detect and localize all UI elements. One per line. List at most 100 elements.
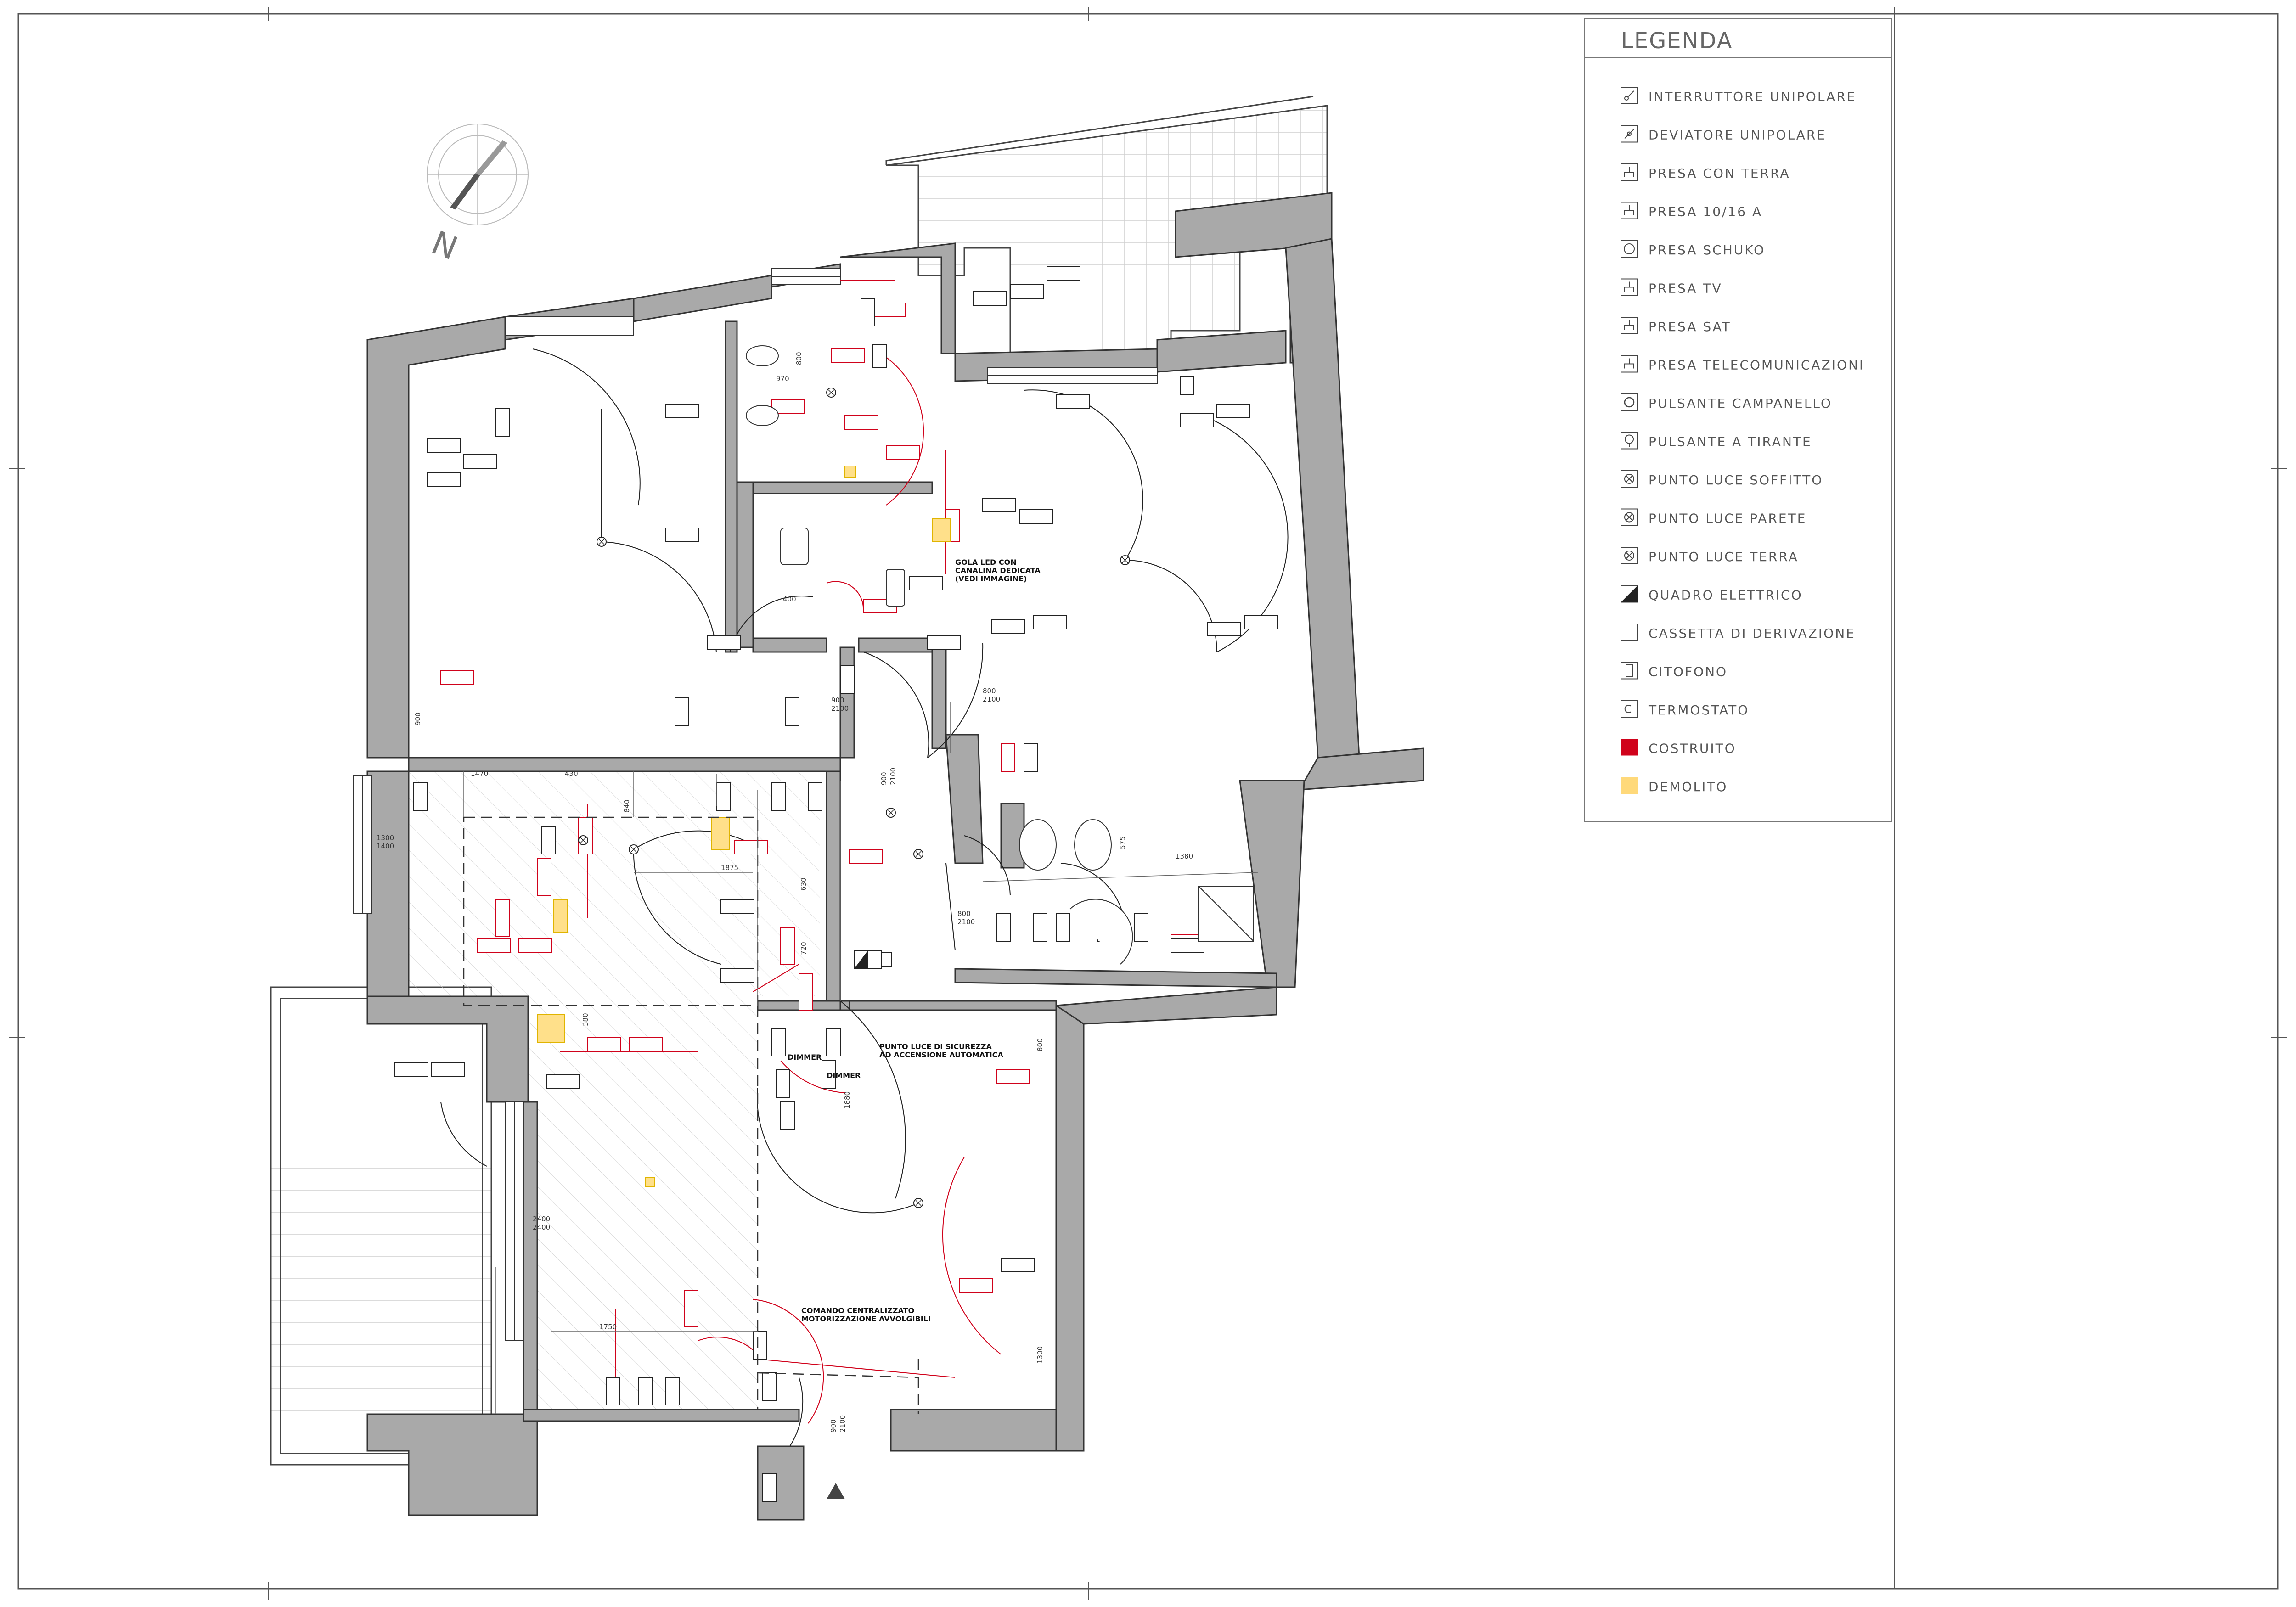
terrace-west <box>270 986 492 1466</box>
dimension: 1470 <box>471 770 488 778</box>
legend-item: PRESA CON TERRA <box>1621 163 1790 181</box>
legend-item-label: CITOFONO <box>1649 664 1728 680</box>
legend-item-label: PRESA CON TERRA <box>1649 166 1790 181</box>
schuko-socket-icon <box>1621 240 1638 258</box>
demolition-hatch <box>406 758 820 1419</box>
bell-button-icon <box>1621 393 1638 411</box>
legend-item: PRESA SCHUKO <box>1621 240 1765 258</box>
dimension: 800 <box>1036 1038 1044 1051</box>
compass-rose <box>427 124 529 225</box>
sat-socket-icon <box>1621 317 1638 334</box>
sheet-frame <box>9 7 2287 1600</box>
dimension: 840 <box>623 799 631 813</box>
intercom-icon <box>1621 662 1638 680</box>
legend-item: PRESA SAT <box>1621 317 1730 334</box>
legend-item-label: DEMOLITO <box>1649 779 1728 794</box>
telecom-socket-icon <box>1621 355 1638 373</box>
legend-item-label: CASSETTA DI DERIVAZIONE <box>1649 626 1856 641</box>
legend-item: DEVIATORE UNIPOLARE <box>1621 125 1826 143</box>
annotations: GOLA LED CON CANALINA DEDICATA (VEDI IMM… <box>788 558 1041 1323</box>
legend-item: QUADRO ELETTRICO <box>1621 585 1803 603</box>
dimension: 1400 <box>377 842 394 850</box>
dimension: 2100 <box>957 918 975 926</box>
legend-item-label: PULSANTE CAMPANELLO <box>1649 396 1832 411</box>
dimension: 900 <box>880 772 888 785</box>
demolished-swatch <box>1621 777 1638 794</box>
dimension: 800 <box>957 910 971 918</box>
dimension: 1300 <box>1036 1346 1044 1364</box>
dimension: 2100 <box>838 1415 847 1433</box>
wall-light-icon <box>1621 508 1638 526</box>
dimension: 800 <box>983 687 996 695</box>
thermostat-icon <box>1621 700 1638 718</box>
legend-item: DEMOLITO <box>1621 777 1728 794</box>
note-led-2: CANALINA DEDICATA <box>955 566 1041 575</box>
legend-item-label: TERMOSTATO <box>1648 702 1749 718</box>
dimension: 2100 <box>831 704 849 713</box>
dimension: 1880 <box>843 1091 851 1109</box>
electric-panel-icon <box>1621 585 1638 603</box>
legend-item-label: COSTRUITO <box>1649 741 1736 756</box>
legend-item: PRESA TELECOMUNICAZIONI <box>1621 355 1864 373</box>
dimension: 970 <box>776 375 789 383</box>
thin-lines <box>463 702 1259 1414</box>
legend-item: PRESA TV <box>1621 278 1722 296</box>
pull-button-icon <box>1621 432 1638 450</box>
note-command-1: COMANDO CENTRALIZZATO <box>801 1306 914 1315</box>
legend: LEGENDA INTERRUTTORE UNIPOLARE DEVIATORE … <box>1584 18 1892 822</box>
dimension: 1875 <box>721 864 738 872</box>
note-led-3: (VEDI IMMAGINE) <box>955 574 1027 583</box>
dimension: 630 <box>799 877 808 891</box>
dimension: 575 <box>1119 836 1127 849</box>
built-swatch <box>1621 739 1638 756</box>
legend-title: LEGENDA <box>1621 28 1733 54</box>
dimension: 2400 <box>533 1223 550 1231</box>
dimension: 400 <box>783 595 796 603</box>
dimension: 900 <box>414 712 422 725</box>
note-dimmer-2: DIMMER <box>827 1071 861 1080</box>
compass-label: N <box>426 224 462 268</box>
legend-item-label: PUNTO LUCE SOFFITTO <box>1649 472 1823 488</box>
built-symbols <box>440 303 1204 1327</box>
legend-item: PUNTO LUCE TERRA <box>1621 547 1799 564</box>
legend-item-label: DEVIATORE UNIPOLARE <box>1649 128 1826 143</box>
legend-item-label: PUNTO LUCE TERRA <box>1649 549 1799 564</box>
floor-light-icon <box>1621 547 1638 564</box>
legend-item: INTERRUTTORE UNIPOLARE <box>1621 87 1856 104</box>
dimension: 1750 <box>599 1323 617 1331</box>
dimension: 2100 <box>889 768 897 785</box>
legend-item: PULSANTE A TIRANTE <box>1621 432 1812 450</box>
earthed-socket-icon <box>1621 163 1638 181</box>
dimension: 1380 <box>1176 852 1193 860</box>
switch-icon <box>1621 87 1638 104</box>
dimension: 2400 <box>533 1215 550 1223</box>
legend-item-label: PULSANTE A TIRANTE <box>1649 434 1812 450</box>
legend-item-label: INTERRUTTORE UNIPOLARE <box>1649 89 1856 104</box>
dimension: 900 <box>831 696 844 704</box>
dimension: 720 <box>799 942 808 955</box>
tv-socket-icon <box>1621 278 1638 296</box>
note-led-1: GOLA LED CON <box>955 558 1017 567</box>
legend-item: TERMOSTATO <box>1621 700 1749 718</box>
legend-items: INTERRUTTORE UNIPOLARE DEVIATORE UNIPOLAR… <box>1621 87 1864 794</box>
device-symbols <box>394 266 1278 1502</box>
legend-item: CASSETTA DI DERIVAZIONE <box>1621 624 1856 641</box>
legend-item-label: PUNTO LUCE PARETE <box>1649 511 1806 526</box>
legend-item-label: PRESA TV <box>1649 281 1722 296</box>
socket-10-16-icon <box>1621 202 1638 219</box>
legend-item-label: PRESA SCHUKO <box>1649 242 1765 258</box>
legend-item-label: QUADRO ELETTRICO <box>1649 588 1803 603</box>
note-safety-1: PUNTO LUCE DI SICUREZZA <box>879 1042 992 1051</box>
legend-item: CITOFONO <box>1621 662 1728 680</box>
dimension: 430 <box>565 770 578 778</box>
legend-item: COSTRUITO <box>1621 739 1736 756</box>
dimension: 1300 <box>377 834 394 842</box>
dimension-labels: 970 800 1470 430 840 1875 630 720 1300 1… <box>377 352 1193 1433</box>
dimension: 2100 <box>983 695 1000 703</box>
legend-item-label: PRESA TELECOMUNICAZIONI <box>1649 358 1864 373</box>
legend-item-label: PRESA 10/16 A <box>1649 204 1762 219</box>
legend-item: PUNTO LUCE PARETE <box>1621 508 1806 526</box>
note-dimmer-1: DIMMER <box>788 1053 822 1062</box>
entrance-marker <box>827 1483 845 1499</box>
